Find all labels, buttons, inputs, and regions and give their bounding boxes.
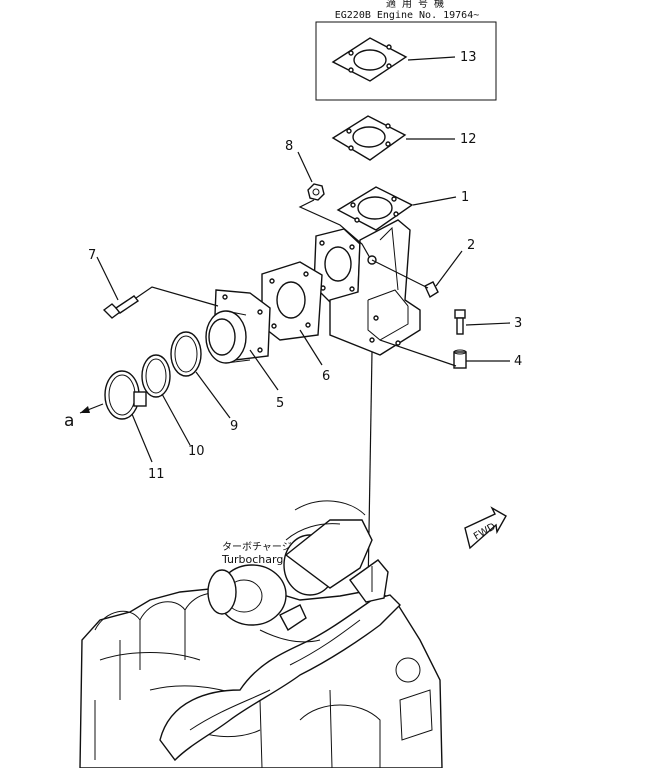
seal-ring-10 xyxy=(141,354,171,398)
exhaust-elbow-1 xyxy=(313,186,421,356)
callout-8: 8 xyxy=(285,139,293,154)
bolt-3 xyxy=(454,309,466,335)
applicability-header-jp: 適 用 号 機 xyxy=(386,0,444,10)
callout-7: 7 xyxy=(88,248,96,263)
gasket-12 xyxy=(331,115,407,161)
callout-1: 1 xyxy=(461,190,469,205)
callout-11: 11 xyxy=(148,467,165,482)
spacer-4 xyxy=(453,349,467,369)
turbocharger-label: Turbocharger xyxy=(221,553,295,566)
fwd-arrow: FWD xyxy=(464,506,507,550)
assembly-leader xyxy=(367,351,373,591)
callout-2: 2 xyxy=(467,238,475,253)
nut-8 xyxy=(307,183,325,201)
arrow-a-left xyxy=(80,406,90,413)
callout-10: 10 xyxy=(188,444,205,459)
view-marker-a: a xyxy=(64,411,74,431)
stud-2 xyxy=(367,255,439,299)
gasket-6 xyxy=(261,261,323,341)
gasket-13 xyxy=(331,37,408,82)
seal-ring-9 xyxy=(170,331,202,377)
clamp-11 xyxy=(104,370,147,420)
callout-13: 13 xyxy=(460,50,477,65)
callout-4: 4 xyxy=(514,354,522,369)
callout-3: 3 xyxy=(514,316,522,331)
bolt-7 xyxy=(102,295,140,319)
turbocharger-label-jp: ターボチャージャ xyxy=(222,541,301,553)
applicability-box xyxy=(315,21,497,101)
callout-6: 6 xyxy=(322,369,330,384)
callout-9: 9 xyxy=(230,419,238,434)
callout-5: 5 xyxy=(276,396,284,411)
engine-block xyxy=(79,500,443,768)
callout-12: 12 xyxy=(460,132,477,147)
applicability-serial: EG220B Engine No. 19764~ xyxy=(335,10,480,21)
flange-pipe-5 xyxy=(205,289,271,364)
